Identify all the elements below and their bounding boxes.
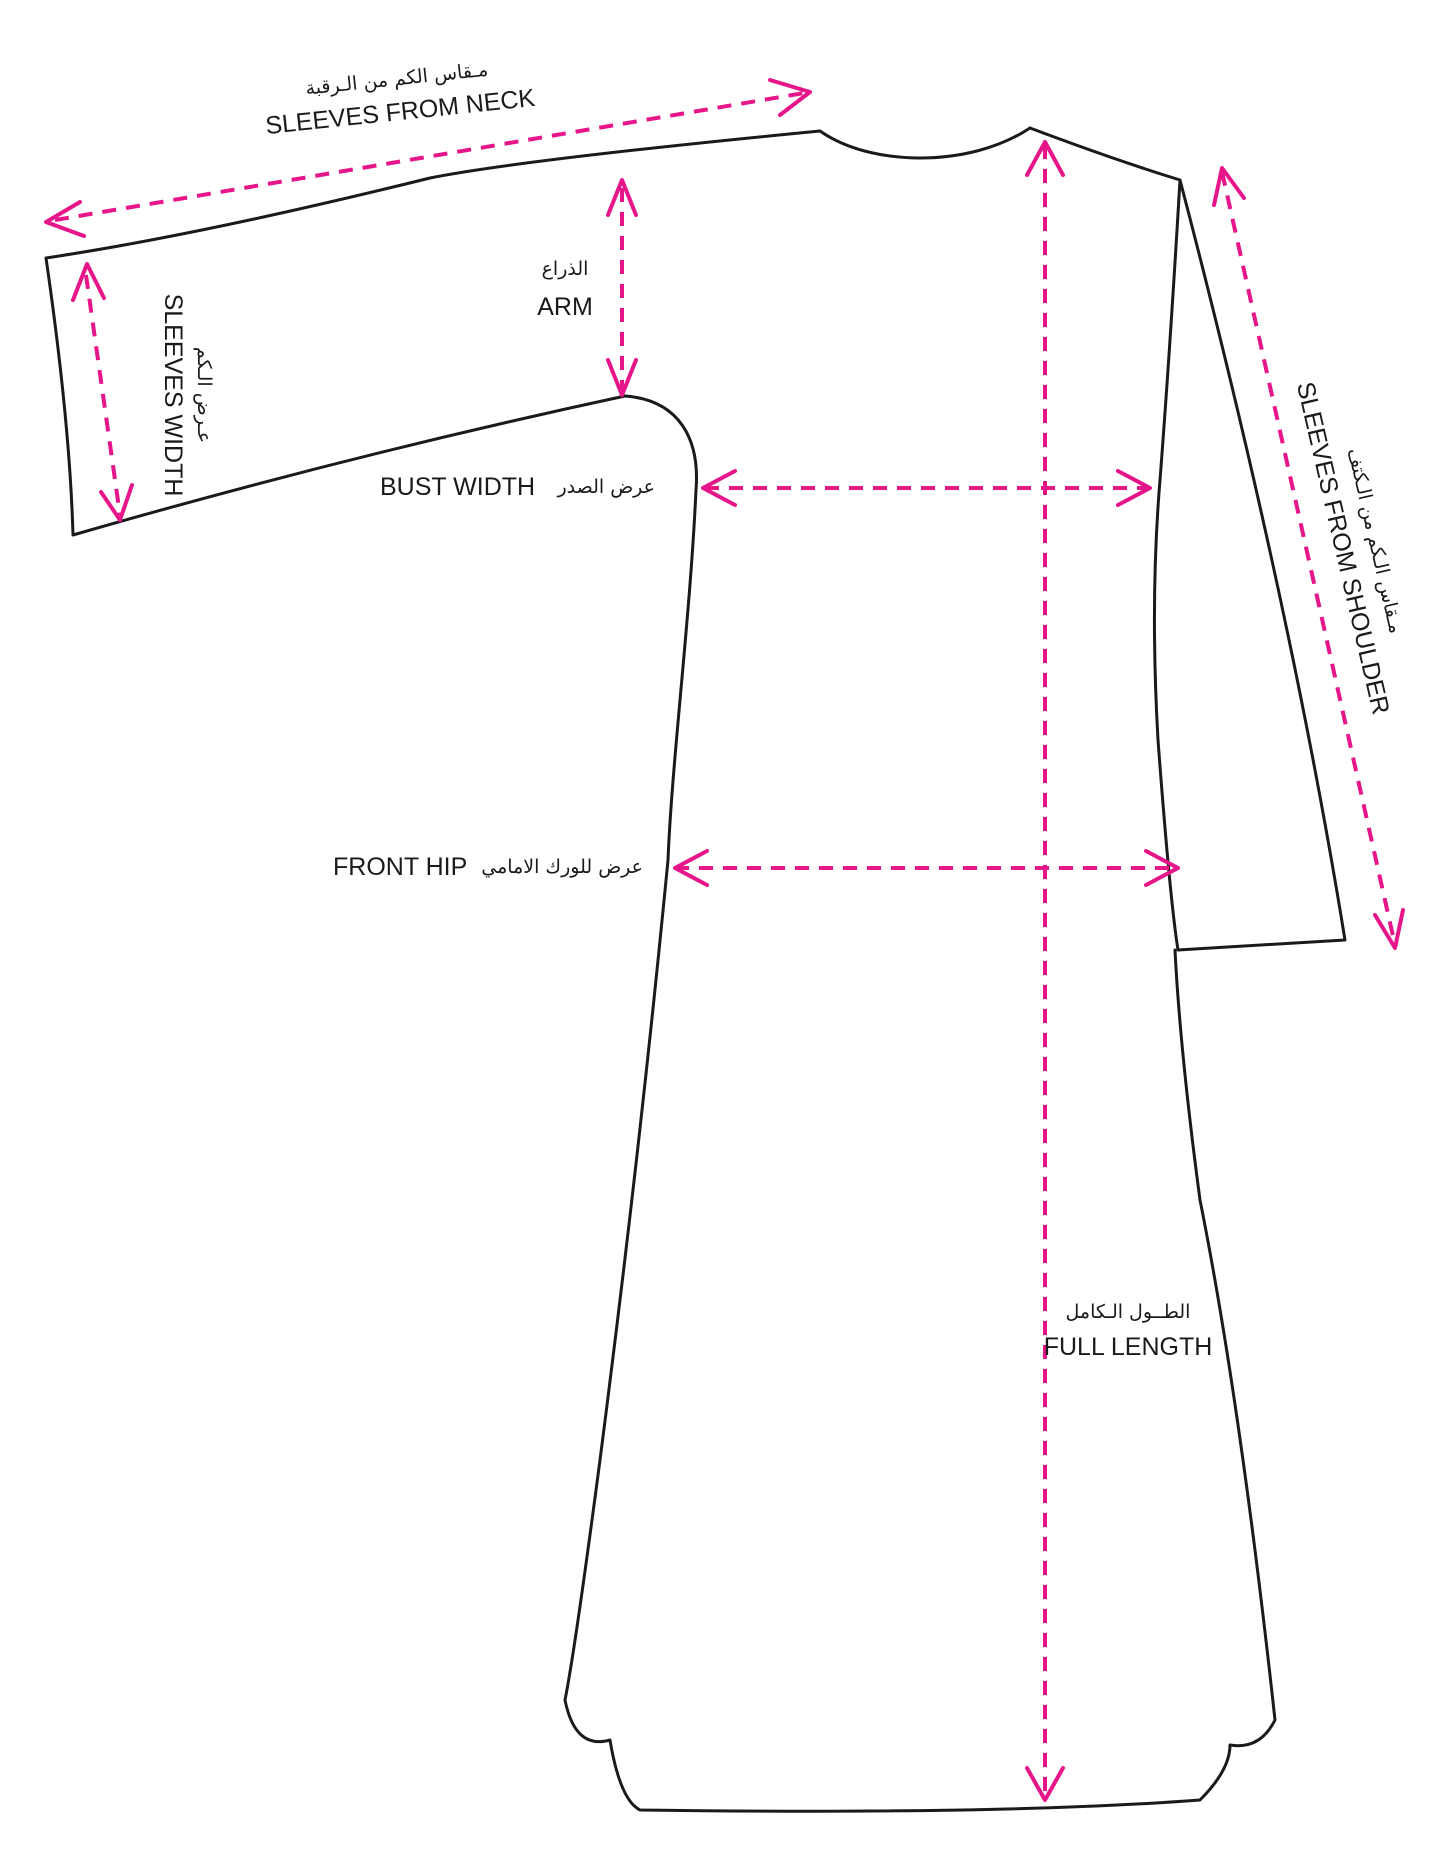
measurement-arrows — [44, 78, 1405, 1802]
full-length-en: FULL LENGTH — [1044, 1333, 1213, 1361]
sleeves-from-neck-label: مـقاس الكم من الـرقبة SLEEVES FROM NECK — [264, 59, 537, 140]
sleeves-width-en: SLEEVES WIDTH — [159, 294, 187, 497]
front-hip-arrow — [673, 849, 1180, 887]
arm-ar: الذراع — [542, 258, 589, 280]
full-length-arrow — [1025, 140, 1065, 1802]
arm-en: ARM — [537, 293, 593, 321]
bust-width-en: BUST WIDTH — [380, 473, 535, 501]
sleeves-from-neck-arrow — [44, 78, 812, 238]
sleeves-width-ar: عـرض الـكم — [193, 347, 215, 443]
sleeves-from-shoulder-label: SLEEVES FROM SHOULDER مـقاس الـكم من الـ… — [1291, 379, 1407, 717]
bust-width-arrow — [701, 469, 1152, 507]
front-hip-ar: عرض للورك الامامي — [481, 856, 643, 878]
right-shoulder-and-sleeve-outline — [1028, 126, 1347, 952]
front-hip-en: FRONT HIP — [333, 853, 467, 881]
garment-outline — [44, 126, 1347, 1813]
measurement-labels: مـقاس الكم من الـرقبة SLEEVES FROM NECK … — [159, 59, 1407, 1361]
left-sleeve-outline — [44, 129, 1277, 1813]
neckline-outline — [818, 126, 1032, 160]
sleeves-width-label: SLEEVES WIDTH عـرض الـكم — [159, 294, 215, 497]
sleeves-from-shoulder-arrow — [1212, 166, 1405, 950]
full-length-ar: الطــول الـكامل — [1066, 1301, 1191, 1323]
bust-width-ar: عرض الصدر — [556, 476, 655, 498]
sleeves-width-arrow — [71, 262, 134, 522]
arm-arrow — [606, 178, 638, 397]
